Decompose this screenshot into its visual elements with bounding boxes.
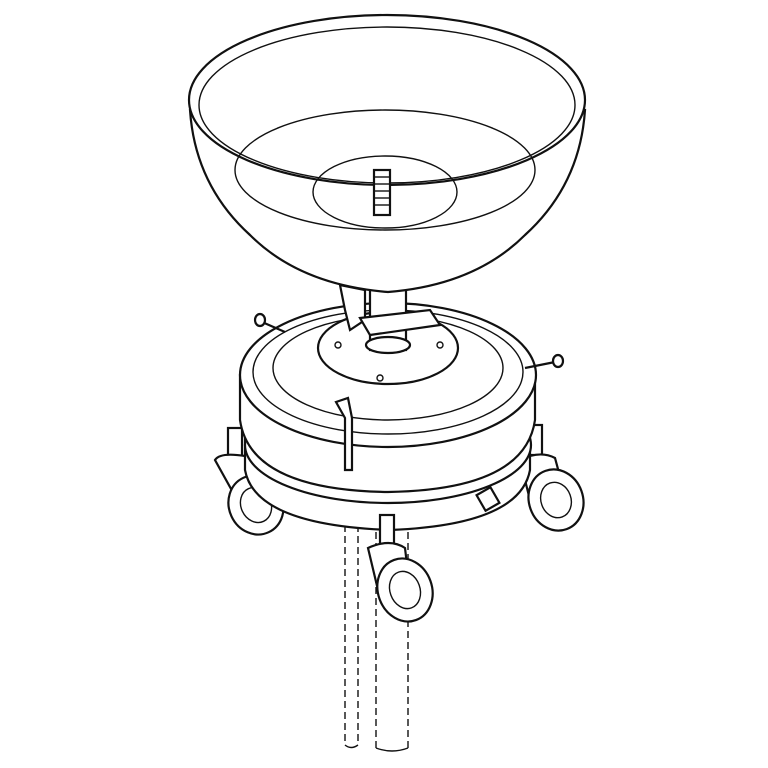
drain-bowl bbox=[187, 13, 587, 294]
caster-front bbox=[366, 513, 434, 623]
base-drum bbox=[238, 301, 565, 532]
caster-left bbox=[213, 426, 285, 536]
